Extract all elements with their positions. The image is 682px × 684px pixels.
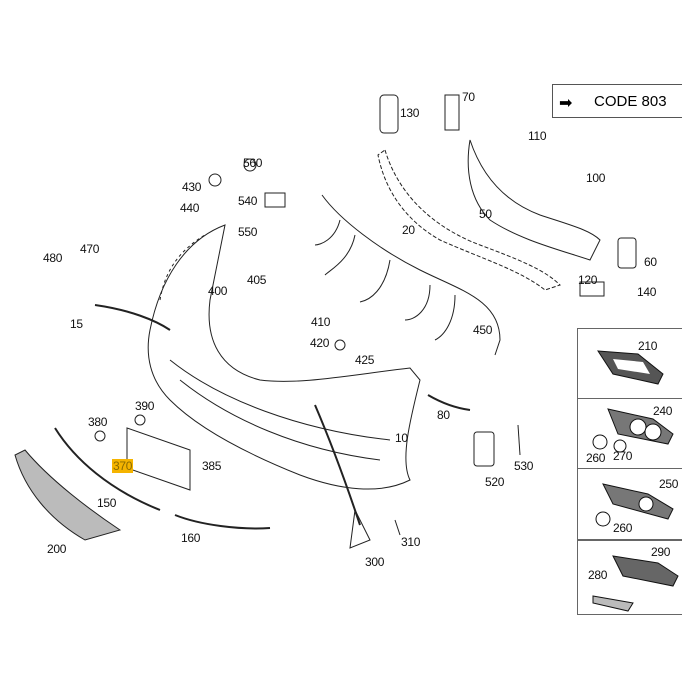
part-label: 425	[355, 353, 375, 367]
impact-strip	[377, 149, 561, 291]
variant-panel-240: 240 260 270	[577, 398, 682, 469]
part-label: 310	[401, 535, 421, 549]
part-label: 405	[247, 273, 267, 287]
part-label: 70	[462, 90, 475, 104]
part-label: 260	[586, 451, 606, 465]
part-label: 450	[473, 323, 493, 337]
grille-200	[14, 449, 122, 541]
part-label: 130	[400, 106, 420, 120]
part-label: 140	[637, 285, 657, 299]
part-label: 540	[238, 194, 258, 208]
part-label: 420	[310, 336, 330, 350]
trim-80	[427, 394, 471, 411]
part-label: 20	[402, 223, 415, 237]
bumper-beam	[467, 139, 601, 261]
part-label: 480	[43, 251, 63, 265]
part-label: 50	[479, 207, 492, 221]
part-label: 380	[88, 415, 108, 429]
part-label: 390	[135, 399, 155, 413]
part-label: 80	[437, 408, 450, 422]
bumper-cover	[147, 224, 421, 490]
part-label: 385	[202, 459, 222, 473]
part-label: 210	[638, 339, 658, 353]
variant-panel-250: 250 260	[577, 468, 682, 540]
part-label: 280	[588, 568, 608, 582]
part-label: 400	[208, 284, 228, 298]
part-label: 200	[47, 542, 67, 556]
variant-panel-290: 290 280	[577, 540, 682, 615]
part-label: 550	[238, 225, 258, 239]
part-label: 530	[514, 459, 534, 473]
part-label: 430	[182, 180, 202, 194]
part-label: 250	[659, 477, 679, 491]
part-label: 470	[80, 242, 100, 256]
part-label: 150	[97, 496, 117, 510]
part-label: 120	[578, 273, 598, 287]
part-label: 160	[181, 531, 201, 545]
part-label: 560	[243, 156, 263, 170]
variant-panel-210: 210	[577, 328, 682, 399]
part-label: 290	[651, 545, 671, 559]
wiring-harness	[321, 194, 501, 356]
code-note: ➡ CODE 803	[552, 84, 682, 118]
part-label: 100	[586, 171, 606, 185]
part-label: 260	[613, 521, 633, 535]
part-label: 240	[653, 404, 673, 418]
part-label: 110	[528, 129, 547, 143]
part-label: 60	[644, 255, 657, 269]
trim-150	[54, 427, 161, 511]
highlighted-part-label: 370	[112, 459, 134, 473]
part-label: 440	[180, 201, 200, 215]
code-text: CODE 803	[594, 93, 667, 110]
part-label: 410	[311, 315, 331, 329]
part-label: 10	[395, 431, 408, 445]
trim-160	[174, 514, 271, 530]
plate-bracket	[126, 427, 191, 491]
part-label: 300	[365, 555, 385, 569]
arrow-right-icon: ➡	[559, 95, 573, 112]
part-label: 15	[70, 317, 83, 331]
part-label: 520	[485, 475, 505, 489]
part-label: 270	[613, 449, 633, 463]
